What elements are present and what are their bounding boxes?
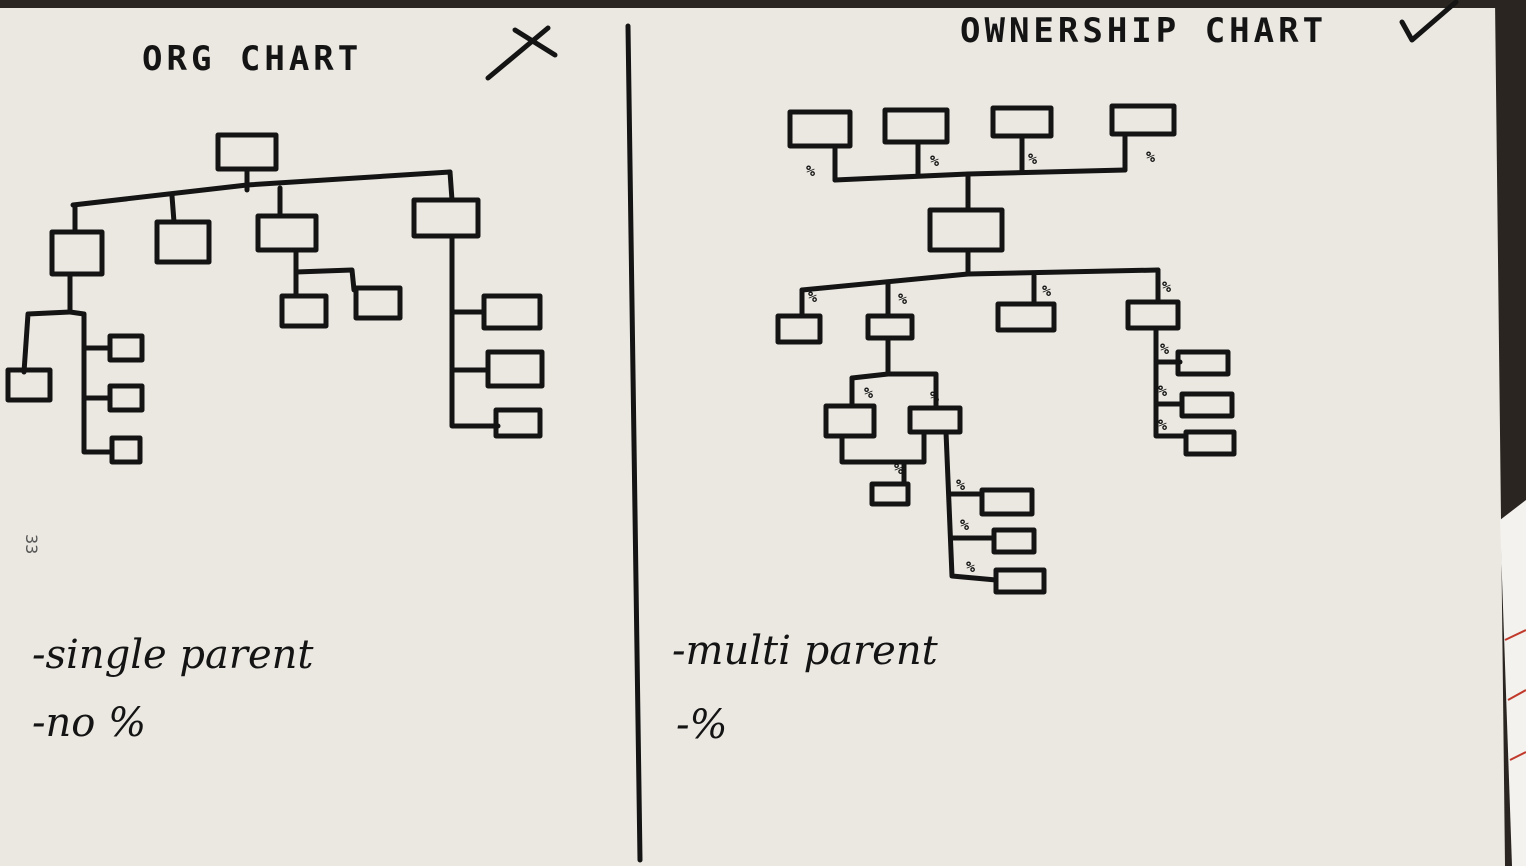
org-node-c (255, 213, 319, 253)
red-scribble (1504, 629, 1526, 641)
owner-sub-4a (1175, 349, 1231, 377)
check-mark-icon (1399, 0, 1459, 43)
top-shadow (0, 0, 1500, 8)
owner-sub-2a (823, 403, 877, 439)
org-node-a3 (107, 383, 145, 413)
owner-parent-4 (1109, 103, 1177, 137)
page-edge-stack (1500, 500, 1526, 866)
org-note-2: -no % (32, 700, 146, 746)
org-node-d3 (493, 407, 543, 439)
owner-sub-2b2 (991, 527, 1037, 555)
pct-label: % (960, 516, 969, 534)
owner-sub-4c (1183, 429, 1237, 457)
pct-label: % (808, 288, 817, 306)
ownership-chart-diagram: % % % % % % % % % % % % % % % % % (775, 103, 1237, 595)
page-number: 33 (22, 534, 41, 554)
pct-label: % (1028, 150, 1037, 168)
org-node-c1 (279, 293, 329, 329)
red-scribble-2 (1507, 689, 1526, 701)
owner-sub-2c (869, 481, 911, 507)
org-node-c2 (353, 285, 403, 321)
pct-label: % (864, 384, 873, 402)
pct-label: % (898, 290, 907, 308)
pct-label: % (1042, 282, 1051, 300)
pct-label: % (1158, 416, 1167, 434)
pct-label: % (930, 388, 939, 406)
org-node-a (49, 229, 105, 277)
owner-sub-2b (907, 405, 963, 435)
org-note-1: -single parent (32, 632, 314, 678)
org-node-d1 (481, 293, 543, 331)
org-node-a1 (5, 367, 53, 403)
owner-sub-4 (1125, 299, 1181, 331)
org-node-d (411, 197, 481, 239)
page-divider (625, 23, 643, 863)
org-node-d2 (485, 349, 545, 389)
ownership-note-1: -multi parent (672, 628, 939, 674)
owner-sub-1 (775, 313, 823, 345)
ownership-chart-title: OWNERSHIP CHART (960, 11, 1327, 51)
pct-label: % (956, 476, 965, 494)
pct-label: % (966, 558, 975, 576)
red-scribble-3 (1509, 751, 1526, 761)
org-node-a2 (107, 333, 145, 363)
org-chart-diagram (5, 132, 545, 465)
pct-label: % (930, 152, 939, 170)
owner-sub-3 (995, 301, 1057, 333)
ownership-note-2: -% (676, 702, 728, 748)
pct-label: % (1158, 382, 1167, 400)
pct-label: % (1162, 278, 1171, 296)
org-node-a4 (109, 435, 143, 465)
org-node-b (154, 219, 212, 265)
owner-sub-2b3 (993, 567, 1047, 595)
pct-label: % (894, 460, 903, 478)
org-chart-title: ORG CHART (142, 39, 362, 79)
owner-parent-1 (787, 109, 853, 149)
cross-mark-icon (485, 25, 558, 81)
pct-label: % (806, 162, 815, 180)
pct-label: % (1160, 340, 1169, 358)
owner-sub-4b (1179, 391, 1235, 419)
pct-label: % (1146, 148, 1155, 166)
owner-sub-2b1 (979, 487, 1035, 517)
